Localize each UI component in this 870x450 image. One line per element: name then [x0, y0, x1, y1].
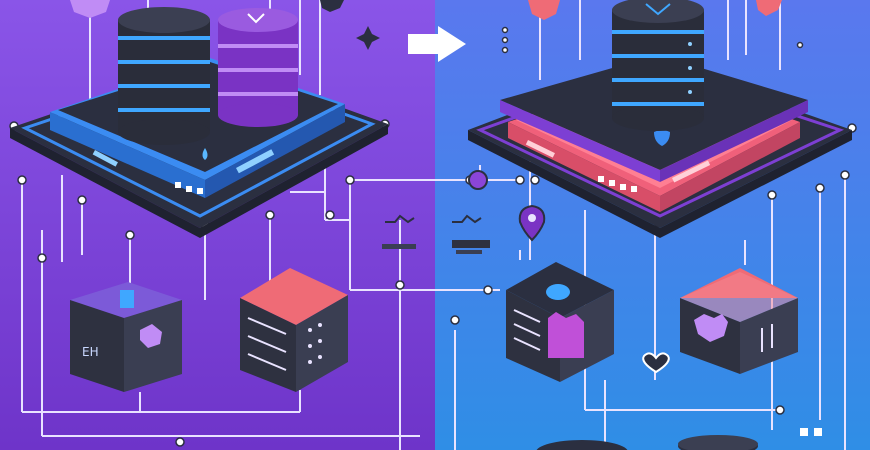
left-center-glyph [382, 214, 416, 249]
top-badge-pink [528, 0, 782, 20]
bottom-database-discs [536, 428, 822, 450]
top-badge-purple [70, 0, 344, 18]
right-database-stack [612, 0, 704, 131]
right-box-analytics [506, 262, 614, 382]
left-database-stack-purple [218, 8, 298, 127]
right-arrow-icon [408, 26, 466, 62]
sparkle-icon [356, 26, 380, 50]
heart-icon [642, 352, 670, 374]
shield-icon [654, 129, 670, 146]
left-box-document: EH [70, 282, 182, 392]
svg-text:EH: EH [82, 345, 99, 359]
gear-icon [468, 170, 488, 190]
right-center-glyph [452, 214, 490, 254]
left-connector-lines [21, 0, 500, 450]
map-pin-icon [518, 204, 546, 242]
left-box-server [240, 268, 348, 392]
right-box-house [680, 268, 798, 374]
left-database-stack-dark [118, 7, 210, 145]
